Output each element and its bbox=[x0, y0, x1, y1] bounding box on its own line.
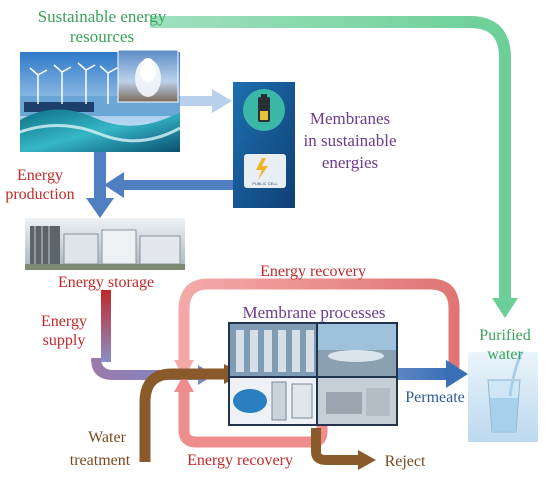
purified-arrowhead bbox=[492, 298, 518, 318]
bottom-loop-arrowhead bbox=[174, 374, 194, 392]
energy-production-label-line2: production bbox=[5, 186, 74, 203]
energy-storage-label: Energy storage bbox=[58, 274, 154, 291]
reject-arrowhead bbox=[358, 450, 376, 470]
resources-to-membranes-arrowhead bbox=[212, 89, 232, 113]
membranes-label-line3: energies bbox=[322, 153, 378, 172]
resources-to-membranes-arrow bbox=[180, 96, 214, 106]
membrane-energies-image: PUBLIC CELL bbox=[233, 82, 295, 208]
reject-arrow bbox=[311, 428, 360, 465]
energy-recovery-bottom-label: Energy recovery bbox=[187, 452, 293, 469]
permeate-label: Permeate bbox=[405, 389, 465, 406]
top-energy-recovery-loop bbox=[178, 278, 460, 375]
bottom-energy-recovery-loop bbox=[178, 388, 328, 448]
purified-water-label-line1: Purified bbox=[479, 327, 531, 344]
membranes-label-line2: in sustainable bbox=[303, 131, 396, 150]
membrane-processes-image bbox=[228, 322, 398, 426]
energy-storage-image bbox=[25, 218, 185, 270]
membranes-to-production-arrowhead bbox=[104, 172, 124, 198]
battery-card-text: PUBLIC CELL bbox=[252, 181, 278, 186]
permeate-arrowhead bbox=[446, 360, 468, 388]
energy-production-label-line1: Energy bbox=[17, 167, 63, 184]
purified-water-image bbox=[468, 351, 538, 442]
energy-recovery-top-label: Energy recovery bbox=[260, 263, 366, 280]
renewable-resources-image bbox=[19, 49, 181, 152]
resources-to-storage-arrow bbox=[94, 152, 106, 202]
energy-supply-arrow-vertical bbox=[101, 290, 111, 362]
membranes-to-production-arrow bbox=[122, 180, 233, 190]
resources-to-storage-arrowhead bbox=[86, 198, 114, 218]
water-treatment-label-line1: Water bbox=[88, 429, 126, 446]
energy-supply-label-line1: Energy bbox=[41, 313, 87, 330]
energy-supply-label-line2: supply bbox=[43, 332, 86, 349]
reject-label: Reject bbox=[385, 453, 426, 470]
permeate-arrow bbox=[398, 368, 450, 380]
water-treatment-label-line2: treatment bbox=[70, 452, 131, 469]
resources-to-purified-arrow bbox=[150, 16, 511, 300]
water-treatment-arrow bbox=[139, 368, 226, 462]
sustainable-resources-label-line2: resources bbox=[70, 27, 134, 46]
sustainable-resources-label-line1: Sustainable energy bbox=[38, 7, 167, 26]
membrane-processes-label: Membrane processes bbox=[242, 303, 385, 322]
purified-water-label-line2: water bbox=[487, 346, 523, 363]
membranes-label-line1: Membranes bbox=[310, 109, 390, 128]
